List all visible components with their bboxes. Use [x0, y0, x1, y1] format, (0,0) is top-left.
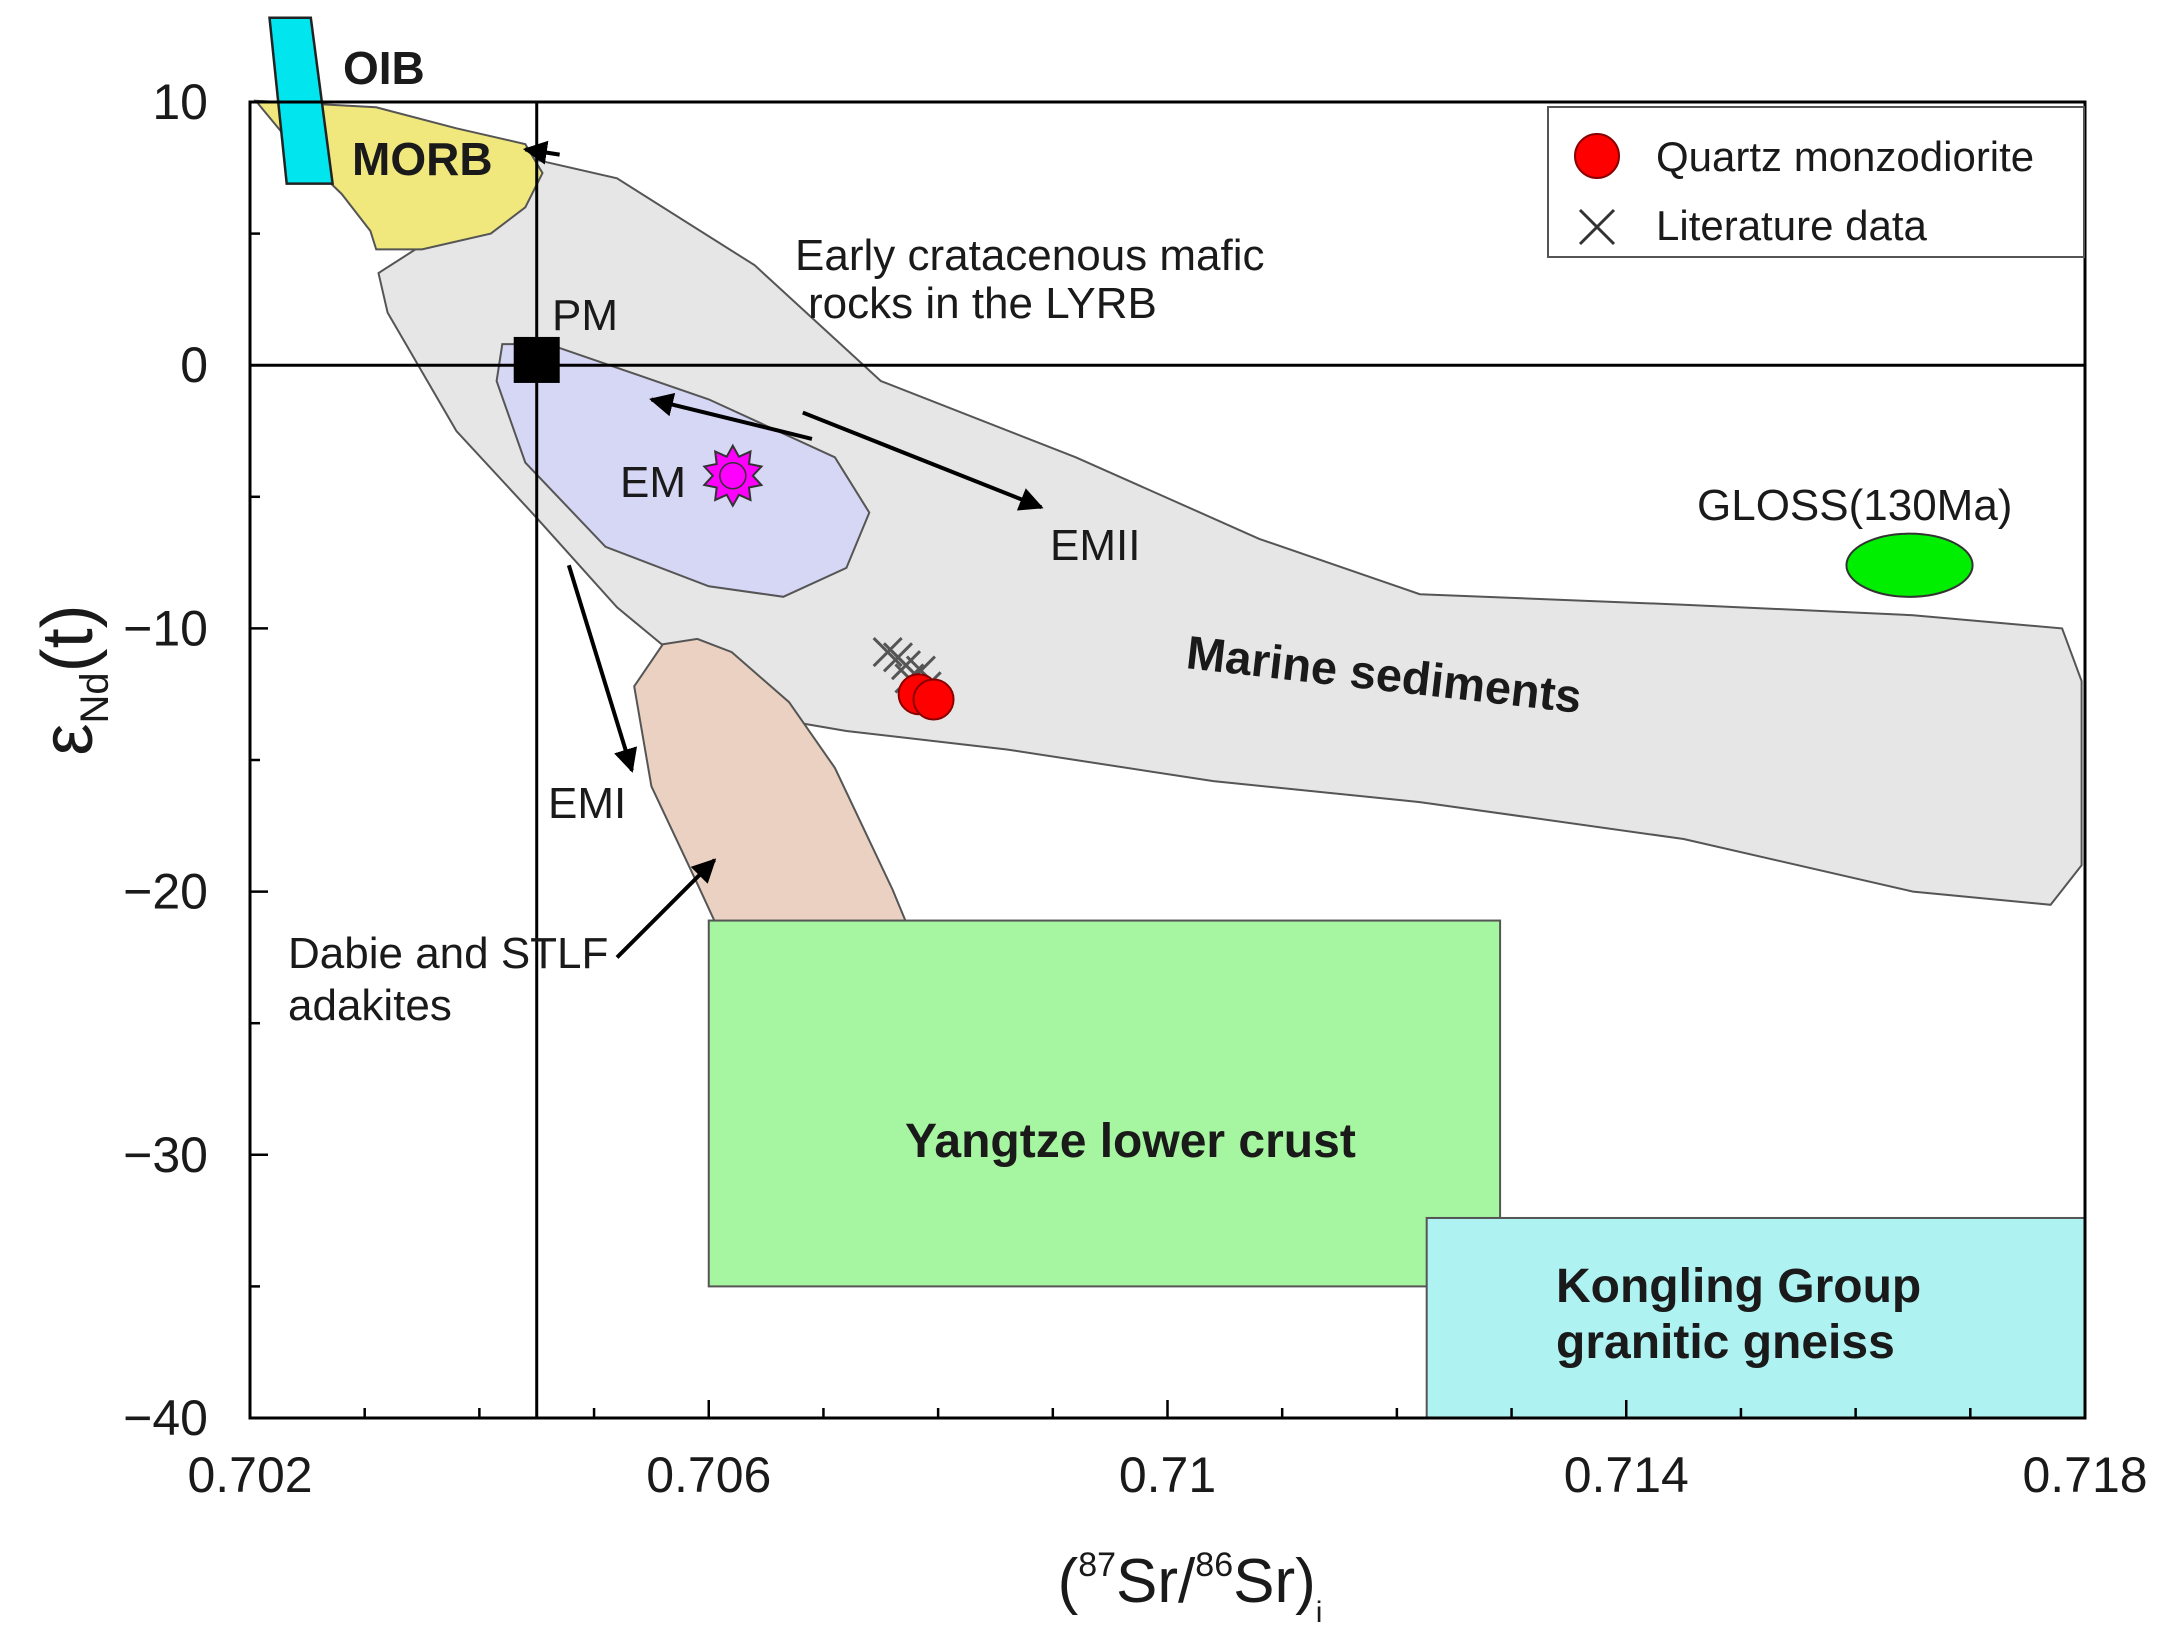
gloss-label: GLOSS(130Ma)	[1697, 481, 2012, 530]
x-axis-label-subscript: i	[1316, 1596, 1323, 1629]
dabie-label-line1: Dabie and STLF	[288, 929, 608, 978]
arrow-dabie-and-stlf-adakites	[615, 858, 717, 959]
yangtze-lower-crust-field	[707, 919, 1502, 1288]
em-star-center	[719, 461, 747, 490]
x-tick-label: 0.718	[2022, 1447, 2147, 1503]
em-field	[495, 343, 871, 598]
legend-label-quartz-monzodiorite: Quartz monzodiorite	[1656, 133, 2034, 180]
early-mafic-label-line1: Early cratacenous mafic	[795, 231, 1265, 280]
literature-data-point	[890, 650, 922, 681]
y-tick-label: −40	[123, 1390, 208, 1446]
y-tick-label: 10	[152, 74, 208, 130]
arrow-layer	[522, 140, 1044, 959]
legend-marker-x-stroke-2	[1578, 208, 1616, 246]
y-tick-label: 0	[180, 337, 208, 393]
legend: Quartz monzodiorite Literature data	[1547, 106, 2085, 258]
field-layer	[253, 99, 2086, 1420]
pm-point	[513, 336, 560, 383]
legend-marker-quartz-monzodiorite	[1574, 133, 1620, 179]
y-tick-label: −20	[123, 864, 208, 920]
x-axis-label-sr1: Sr/	[1116, 1547, 1196, 1616]
dabie-label-line2: adakites	[288, 981, 452, 1030]
arrow-emi	[566, 564, 638, 773]
y-tick-label: −10	[123, 600, 208, 656]
morb-label: MORB	[352, 133, 493, 185]
arrow-emii	[802, 410, 1044, 511]
arrow-oib	[522, 140, 560, 165]
marine-sediments-field	[377, 156, 2083, 906]
x-axis-label-sup1: 87	[1078, 1546, 1116, 1584]
emi-label: EMI	[548, 779, 626, 828]
gloss-field	[1845, 532, 1974, 598]
em-label: EM	[620, 458, 686, 507]
yangtze-label: Yangtze lower crust	[905, 1115, 1356, 1168]
y-axis-label-t: (t)	[28, 604, 108, 672]
point-layer	[513, 336, 955, 721]
y-tick-label: −30	[123, 1127, 208, 1183]
kongling-group-field	[1425, 1216, 2086, 1420]
x-tick-label: 0.71	[1119, 1447, 1216, 1503]
legend-box	[1547, 106, 2085, 258]
kongling-label-line2: granitic gneiss	[1556, 1316, 1895, 1369]
y-axis-label-subscript: Nd	[73, 672, 117, 723]
legend-marker-literature-data	[1578, 208, 1616, 246]
arrow-early-cratacenous-mafic-rocks-in-the-lyrb	[649, 392, 813, 441]
x-axis-label-sr2: Sr)	[1233, 1547, 1316, 1616]
quartz-monzodiorite-point	[912, 678, 955, 721]
x-tick-label: 0.702	[187, 1447, 312, 1503]
x-axis-label-sup2: 86	[1195, 1546, 1233, 1584]
literature-data-point	[872, 637, 903, 668]
kongling-label-line1: Kongling Group	[1556, 1260, 1921, 1313]
pm-label: PM	[552, 291, 618, 340]
tick-label-layer: 0.702 0.706 0.71 0.714 0.718 10 0 −10 −20 −30 −40	[123, 74, 2147, 1503]
legend-label-literature-data: Literature data	[1656, 202, 1927, 249]
x-axis-label-open: (	[1058, 1547, 1079, 1616]
x-tick-label: 0.706	[646, 1447, 771, 1503]
early-mafic-label-line2: rocks in the LYRB	[808, 279, 1157, 328]
axis-ticks	[248, 100, 2087, 1420]
oib-label: OIB	[343, 42, 425, 94]
x-axis-label: (87Sr/86Sr)i	[1058, 1546, 1323, 1629]
y-axis-label: εNd(t)	[28, 604, 117, 755]
y-axis-label-epsilon: ε	[28, 724, 108, 756]
emii-label: EMII	[1050, 521, 1140, 570]
x-tick-label: 0.714	[1564, 1447, 1689, 1503]
